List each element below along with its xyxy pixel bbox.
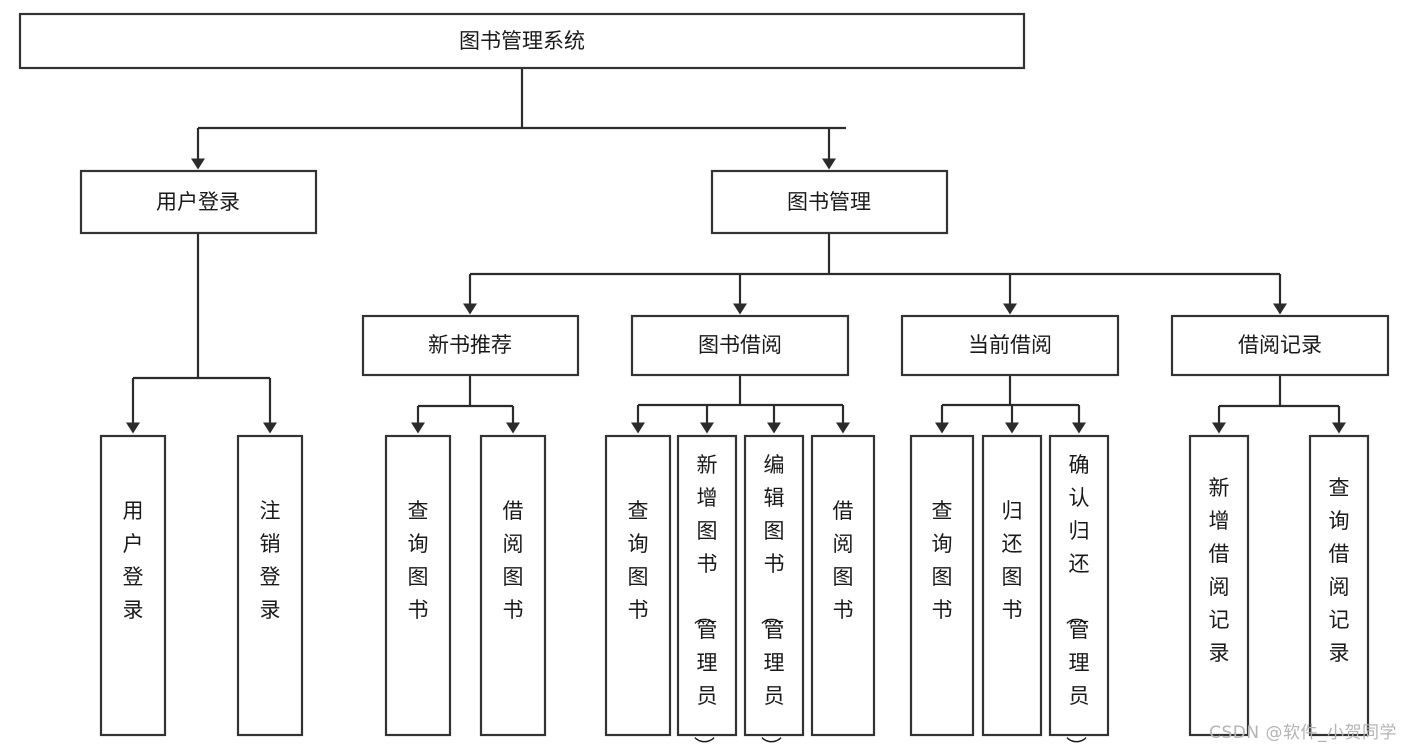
leaf-add-record-label: 新增借阅记录 <box>1209 476 1230 665</box>
leaf-query-book-2[interactable]: 查询图书 <box>604 434 672 737</box>
node-book-manage-box[interactable] <box>710 169 949 235</box>
node-user-login[interactable]: 用户登录 <box>79 169 318 235</box>
node-user-login-box[interactable] <box>79 169 318 235</box>
node-current-borrow[interactable]: 当前借阅 <box>900 314 1120 377</box>
leaf-user-login-label: 用户登录 <box>123 499 144 622</box>
leaf-confirm-return-box[interactable] <box>1048 434 1110 737</box>
leaf-add-record-box[interactable] <box>1188 434 1250 737</box>
leaf-query-book-3-box[interactable] <box>909 434 975 737</box>
node-root-label: 图书管理系统 <box>459 29 585 53</box>
leaf-borrow-book-2-label: 借阅图书 <box>833 499 854 622</box>
node-new-book-rec[interactable]: 新书推荐 <box>361 314 580 377</box>
leaf-borrow-book-2[interactable]: 借阅图书 <box>810 434 876 737</box>
leaf-query-book-2-box[interactable] <box>604 434 672 737</box>
node-current-borrow-label: 当前借阅 <box>968 333 1052 357</box>
leaf-query-record-label: 查询借阅记录 <box>1329 476 1350 665</box>
leaf-logout-login[interactable]: 注销登录 <box>236 434 304 737</box>
leaf-query-book-1-box[interactable] <box>384 434 452 737</box>
leaf-user-login[interactable]: 用户登录 <box>99 434 167 737</box>
leaf-query-record[interactable]: 查询借阅记录 <box>1308 434 1370 737</box>
node-borrow-record[interactable]: 借阅记录 <box>1170 314 1390 377</box>
csdn-watermark: CSDN @软件_小贺同学 <box>1209 723 1397 743</box>
node-new-book-rec-box[interactable] <box>361 314 580 377</box>
leaf-confirm-return-label: 确认归还（管理员） <box>1064 453 1090 747</box>
node-borrow-record-label: 借阅记录 <box>1238 333 1322 357</box>
leaf-edit-book-label: 编辑图书（管理员） <box>759 453 785 747</box>
leaf-query-book-3[interactable]: 查询图书 <box>909 434 975 737</box>
leaf-confirm-return[interactable]: 确认归还（管理员） <box>1048 434 1110 747</box>
leaf-edit-book-box[interactable] <box>743 434 805 737</box>
leaf-return-book-label: 归还图书 <box>1002 499 1023 622</box>
leaf-borrow-book-1[interactable]: 借阅图书 <box>479 434 547 737</box>
leaf-query-book-1-label: 查询图书 <box>408 499 429 622</box>
node-root[interactable]: 图书管理系统 <box>18 12 1026 70</box>
leaf-borrow-book-2-box[interactable] <box>810 434 876 737</box>
node-root-box[interactable] <box>18 12 1026 70</box>
leaf-query-book-3-label: 查询图书 <box>932 499 953 622</box>
node-current-borrow-box[interactable] <box>900 314 1120 377</box>
node-user-login-label: 用户登录 <box>156 190 240 214</box>
leaf-logout-login-box[interactable] <box>236 434 304 737</box>
node-book-borrow[interactable]: 图书借阅 <box>630 314 850 377</box>
edges-layer <box>126 68 1346 434</box>
node-book-manage-label: 图书管理 <box>787 190 871 214</box>
leaf-return-book[interactable]: 归还图书 <box>981 434 1043 737</box>
node-new-book-rec-label: 新书推荐 <box>428 333 512 357</box>
leaf-borrow-book-1-label: 借阅图书 <box>503 499 524 622</box>
leaf-add-book-label: 新增图书（管理员） <box>692 453 718 747</box>
node-book-manage[interactable]: 图书管理 <box>710 169 949 235</box>
node-borrow-record-box[interactable] <box>1170 314 1390 377</box>
leaf-add-record[interactable]: 新增借阅记录 <box>1188 434 1250 737</box>
node-book-borrow-box[interactable] <box>630 314 850 377</box>
leaf-logout-login-label: 注销登录 <box>260 499 281 622</box>
leaf-query-book-2-label: 查询图书 <box>628 499 649 622</box>
leaf-edit-book[interactable]: 编辑图书（管理员） <box>743 434 805 747</box>
leaf-add-book-box[interactable] <box>676 434 738 737</box>
leaf-borrow-book-1-box[interactable] <box>479 434 547 737</box>
leaf-user-login-box[interactable] <box>99 434 167 737</box>
leaf-return-book-box[interactable] <box>981 434 1043 737</box>
leaf-query-book-1[interactable]: 查询图书 <box>384 434 452 737</box>
leaf-add-book[interactable]: 新增图书（管理员） <box>676 434 738 747</box>
node-book-borrow-label: 图书借阅 <box>698 333 782 357</box>
leaf-query-record-box[interactable] <box>1308 434 1370 737</box>
